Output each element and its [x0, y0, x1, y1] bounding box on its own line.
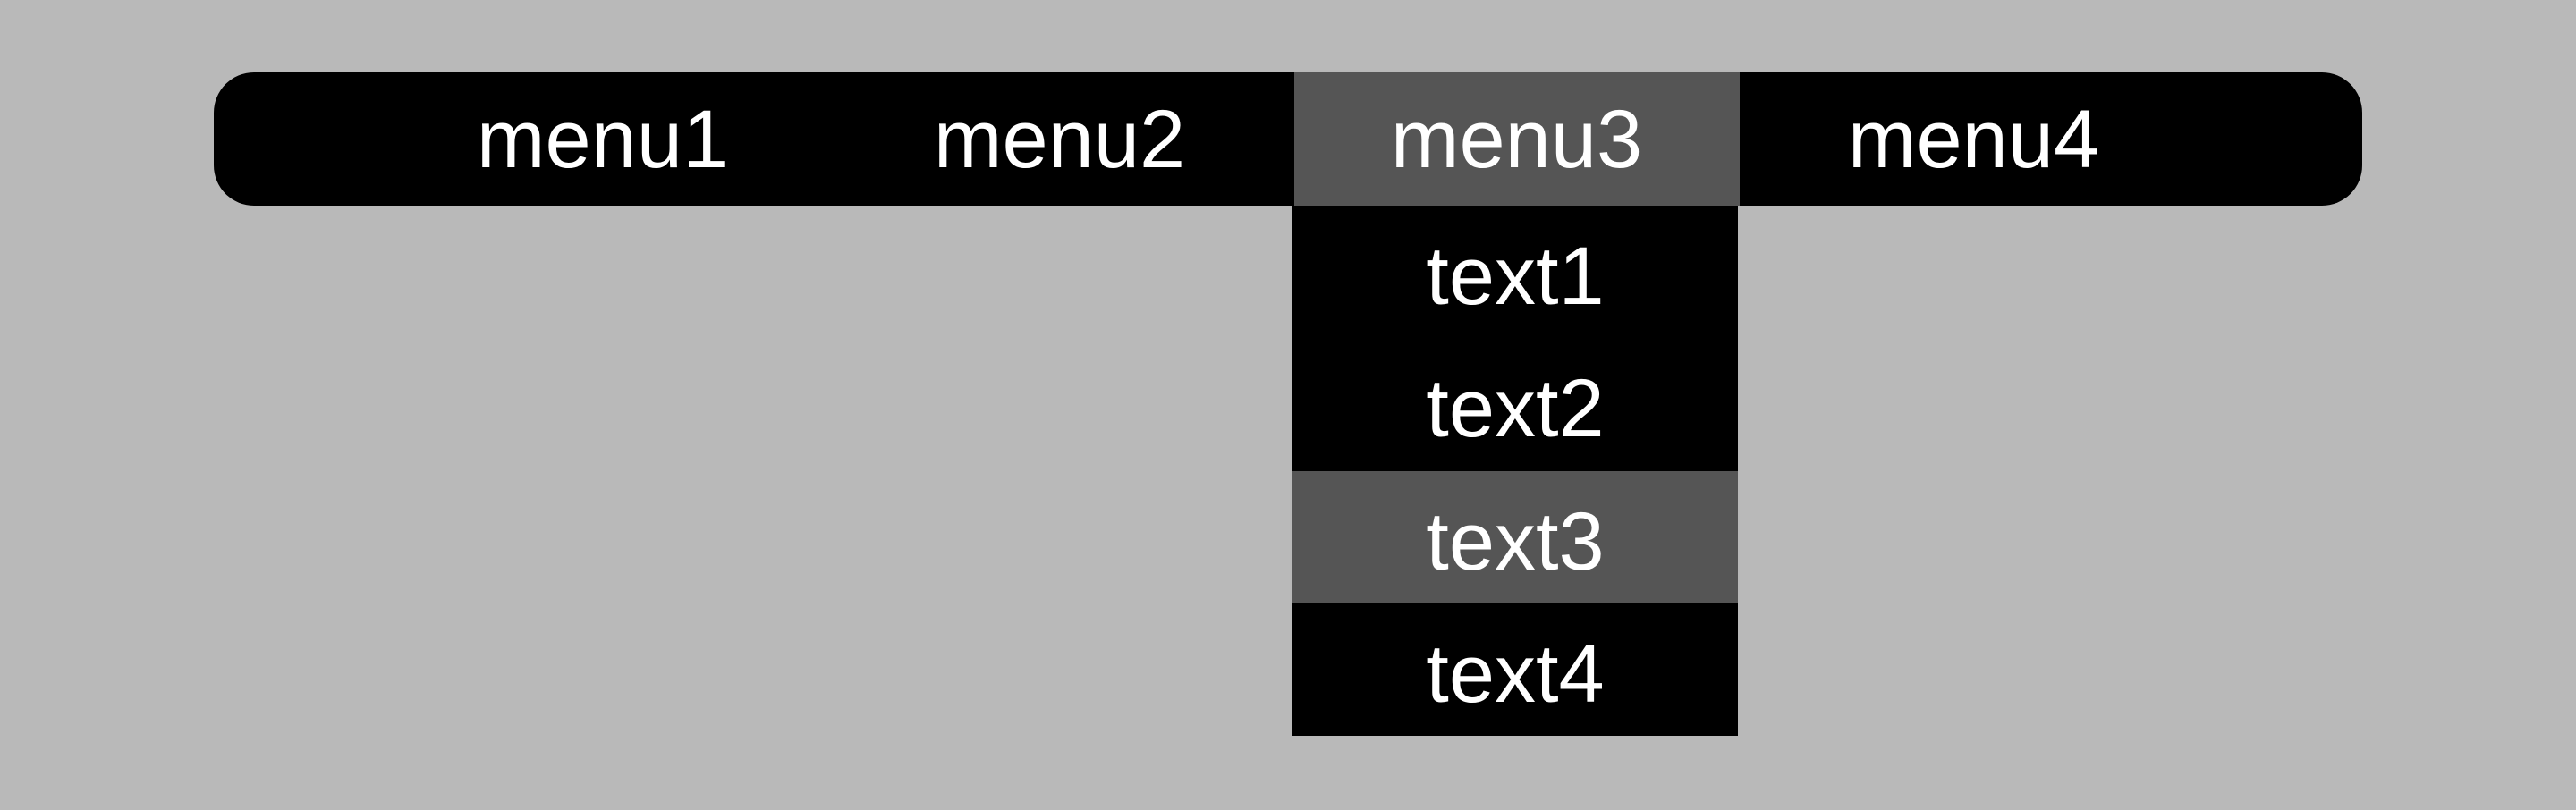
menu-bar: menu1 menu2 menu3 menu4 — [214, 72, 2362, 206]
menu-item-menu1[interactable]: menu1 — [476, 93, 729, 185]
menu-item-menu3[interactable]: menu3 — [1293, 72, 1740, 206]
dropdown-item-text1[interactable]: text1 — [1426, 231, 1605, 323]
dropdown-item-text3[interactable]: text3 — [1292, 470, 1738, 603]
dropdown-item-text2[interactable]: text2 — [1426, 363, 1605, 455]
menu3-dropdown: text1 text2 text3 text4 — [1292, 206, 1738, 736]
dropdown-item-text4[interactable]: text4 — [1426, 628, 1605, 720]
menu-item-menu2[interactable]: menu2 — [933, 93, 1186, 185]
menu-item-menu4[interactable]: menu4 — [1847, 93, 2100, 185]
